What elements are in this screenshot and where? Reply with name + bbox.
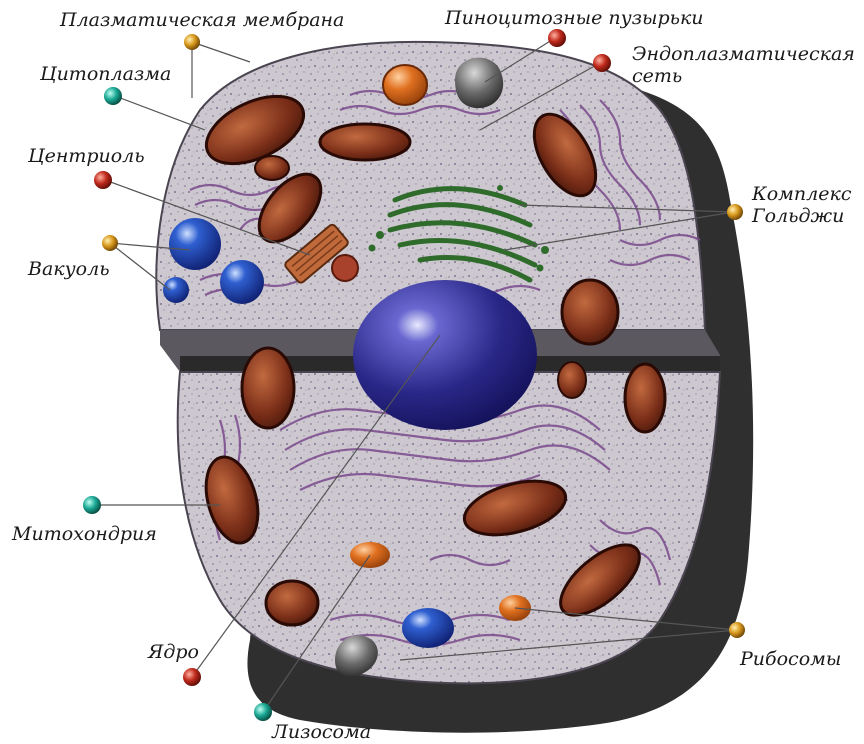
pin-er — [593, 54, 611, 72]
mitochondrion — [255, 156, 289, 180]
vacuole — [169, 218, 221, 270]
pinocytic-vesicle — [455, 58, 503, 108]
label-vacuole: Вакуоль — [27, 258, 110, 280]
label-mitochondrion: Митохондрия — [11, 523, 157, 545]
nucleus — [353, 280, 537, 430]
mitochondrion — [558, 362, 586, 398]
vacuole — [402, 608, 454, 648]
mitochondrion — [383, 65, 427, 105]
mitochondrion — [320, 124, 410, 160]
label-plasma-membrane: Плазматическая мембрана — [59, 9, 344, 31]
pin-golgi — [727, 204, 743, 220]
mitochondrion — [266, 581, 318, 625]
label-pinocytic-vesicles: Пиноцитозные пузырьки — [444, 7, 704, 29]
label-lysosome: Лизосома — [271, 721, 371, 743]
pin-mitochondrion — [83, 496, 101, 514]
pin-plasma-membrane — [184, 34, 200, 50]
label-cytoplasm: Цитоплазма — [39, 63, 171, 85]
pin-lysosome — [254, 703, 272, 721]
pin-centriole — [94, 171, 112, 189]
mitochondrion — [562, 280, 618, 344]
label-centriole: Центриоль — [27, 145, 145, 167]
label-er-line2: сеть — [632, 65, 682, 87]
mitochondrion — [625, 364, 665, 432]
label-ribosomes: Рибосомы — [739, 648, 841, 670]
label-nucleus: Ядро — [147, 641, 199, 663]
pin-ribosomes — [729, 622, 745, 638]
vacuole — [163, 277, 189, 303]
pin-nucleus — [183, 668, 201, 686]
label-golgi-line1: Комплекс — [751, 183, 852, 205]
pin-pinocytic — [548, 29, 566, 47]
label-er-line1: Эндоплазматическая — [632, 43, 855, 65]
label-golgi-line2: Гольджи — [751, 205, 844, 227]
vacuole — [220, 260, 264, 304]
pin-vacuole — [102, 235, 118, 251]
mitochondrion — [242, 348, 294, 428]
pin-cytoplasm — [104, 87, 122, 105]
